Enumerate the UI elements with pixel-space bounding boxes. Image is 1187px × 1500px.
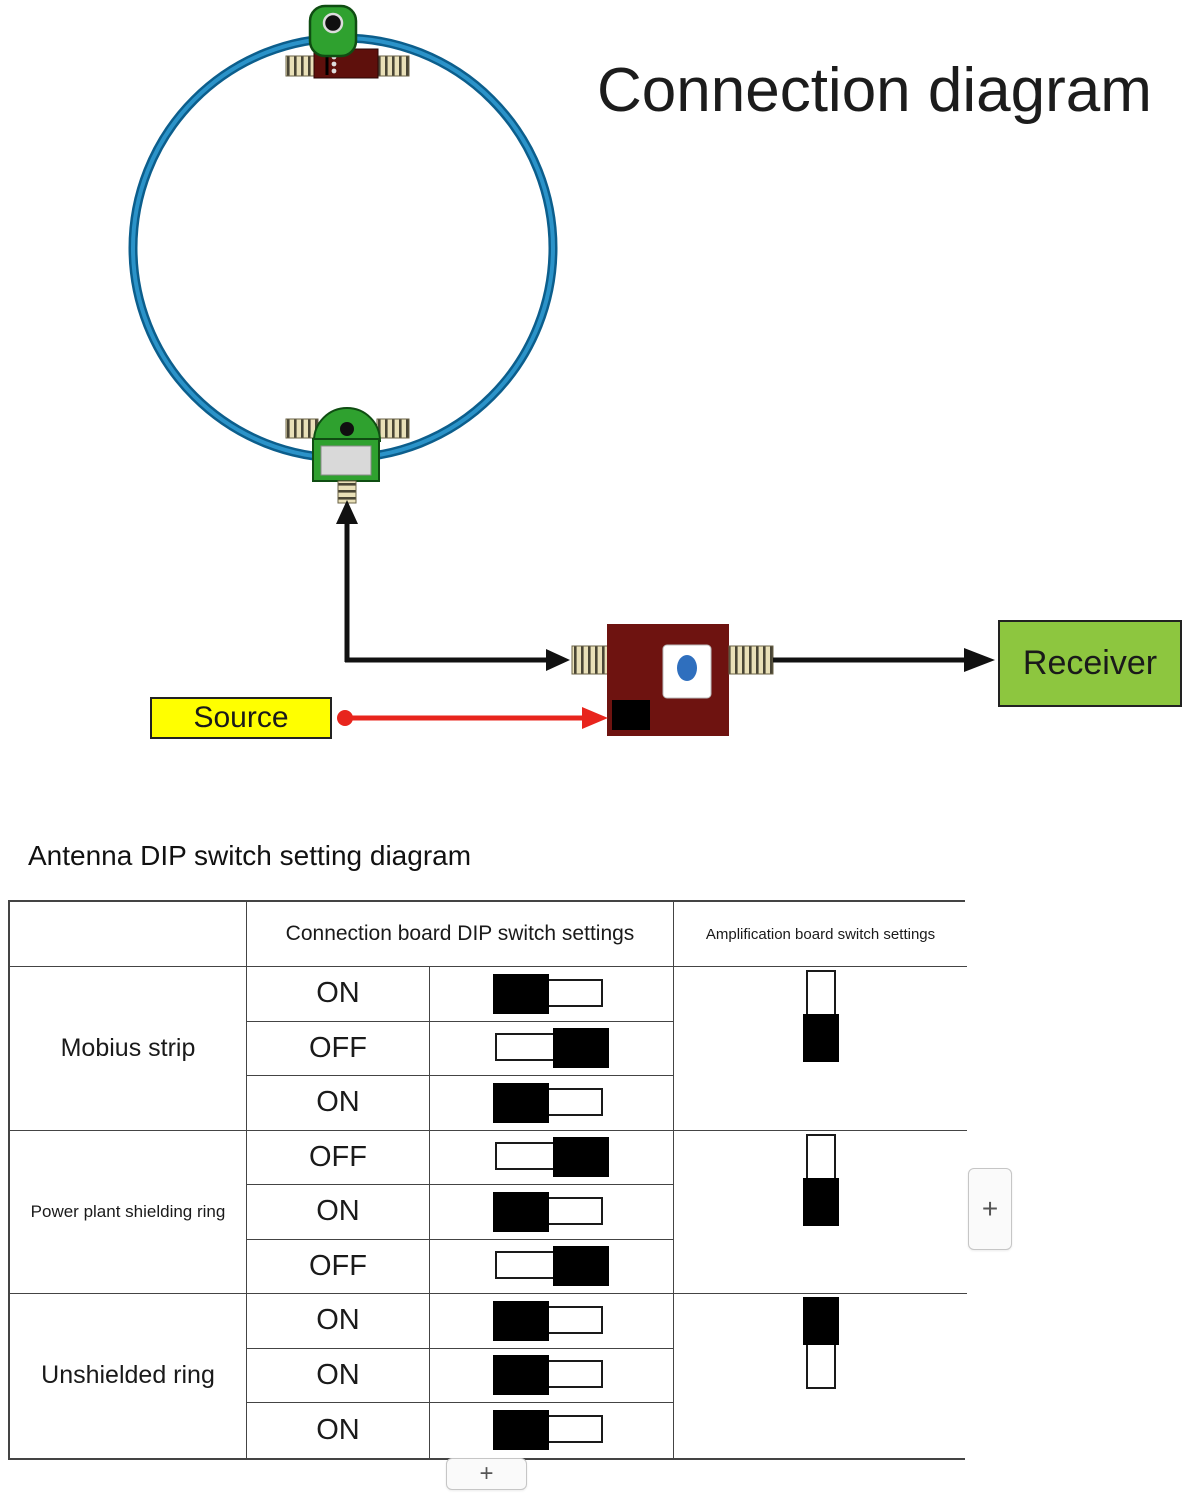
module-led: [677, 655, 697, 681]
source-box: Source: [150, 697, 332, 739]
receiver-box: Receiver: [998, 620, 1182, 707]
ferrite-bead: [285, 418, 319, 439]
amp-switch-knob: [802, 1177, 839, 1226]
state-label: ON: [247, 1403, 430, 1458]
arrow-up: [336, 500, 358, 524]
row-label-unshielded-ring: Unshielded ring: [10, 1294, 247, 1458]
row-label-power-plant-shielding-ring: Power plant shielding ring: [10, 1130, 247, 1294]
amp-switch-cell: [674, 967, 967, 1131]
dip-switch: [493, 1137, 611, 1178]
row-label-mobius-strip: Mobius strip: [10, 967, 247, 1131]
amp-switch: [801, 1297, 841, 1391]
dip-switch-knob: [492, 973, 549, 1014]
dip-switch: [492, 1191, 611, 1232]
amp-switch-track: [805, 1343, 836, 1389]
amplifier-input-port: [612, 700, 650, 730]
ferrite-bead: [571, 645, 609, 675]
dip-switch-table: Connection board DIP switch settings Amp…: [8, 900, 967, 1460]
dip-switch-cell: [430, 1294, 674, 1349]
ferrite-bead: [376, 418, 410, 439]
dip-switch: [493, 1246, 611, 1287]
amp-switch-track: [805, 970, 836, 1016]
amp-switch-cell: [674, 1294, 967, 1458]
source-label: Source: [193, 701, 289, 734]
header-empty-cell: [10, 902, 247, 967]
dip-switch-cell: [430, 1021, 674, 1076]
amp-switch-cell: [674, 1130, 967, 1294]
ferrite-bead: [728, 645, 774, 675]
dip-switch-knob: [492, 1191, 549, 1232]
state-label: ON: [247, 967, 430, 1022]
dip-switch-cell: [430, 1239, 674, 1294]
amp-switch: [801, 970, 841, 1064]
dip-switch-cell: [430, 1130, 674, 1185]
state-label: ON: [247, 1185, 430, 1240]
dip-switch-cell: [430, 1403, 674, 1458]
dip-switch-knob: [552, 1137, 609, 1178]
dip-switch-knob: [552, 1028, 609, 1069]
state-label: ON: [247, 1348, 430, 1403]
terminal-hole: [322, 12, 344, 34]
page-title: Connection diagram: [597, 56, 1152, 125]
antenna-loop-outline: [128, 33, 558, 463]
state-label: OFF: [247, 1130, 430, 1185]
state-label: OFF: [247, 1021, 430, 1076]
dip-table-heading: Antenna DIP switch setting diagram: [28, 840, 472, 871]
dip-switch: [492, 1355, 611, 1396]
dip-switch-knob: [492, 1082, 549, 1123]
arrow-right: [964, 648, 995, 672]
header-amplification-board: Amplification board switch settings: [674, 902, 967, 967]
dip-switch: [492, 973, 611, 1014]
amp-switch-knob: [802, 1014, 839, 1062]
connector-metal-can: [320, 445, 372, 476]
dip-switch-knob: [492, 1300, 549, 1341]
dip-switch-cell: [430, 1348, 674, 1403]
header-connection-board: Connection board DIP switch settings: [247, 902, 674, 967]
dip-switch-knob: [552, 1246, 609, 1287]
state-label: OFF: [247, 1239, 430, 1294]
dip-switch-cell: [430, 967, 674, 1022]
zoom-plus-button-bottom[interactable]: +: [446, 1458, 527, 1490]
zoom-plus-button-right[interactable]: +: [968, 1168, 1012, 1250]
receiver-label: Receiver: [1022, 644, 1158, 682]
state-label: ON: [247, 1076, 430, 1131]
bottom-bead: [337, 480, 357, 504]
dip-switch-cell: [430, 1185, 674, 1240]
dip-switch-cell: [430, 1076, 674, 1131]
ferrite-bead: [375, 55, 410, 77]
dome-hole: [340, 422, 354, 436]
dip-switch: [492, 1082, 611, 1123]
state-label: ON: [247, 1294, 430, 1349]
dip-switch-knob: [492, 1410, 549, 1451]
dip-switch-knob: [492, 1355, 549, 1396]
dip-switch: [492, 1410, 611, 1451]
amp-switch: [801, 1133, 841, 1228]
red-arrow-right: [582, 707, 608, 729]
amp-switch-knob: [802, 1297, 839, 1345]
dip-switch: [493, 1028, 611, 1069]
connection-diagram: [128, 4, 995, 736]
arrow-right: [546, 649, 570, 671]
dip-switch: [492, 1300, 611, 1341]
amp-switch-track: [805, 1133, 836, 1180]
